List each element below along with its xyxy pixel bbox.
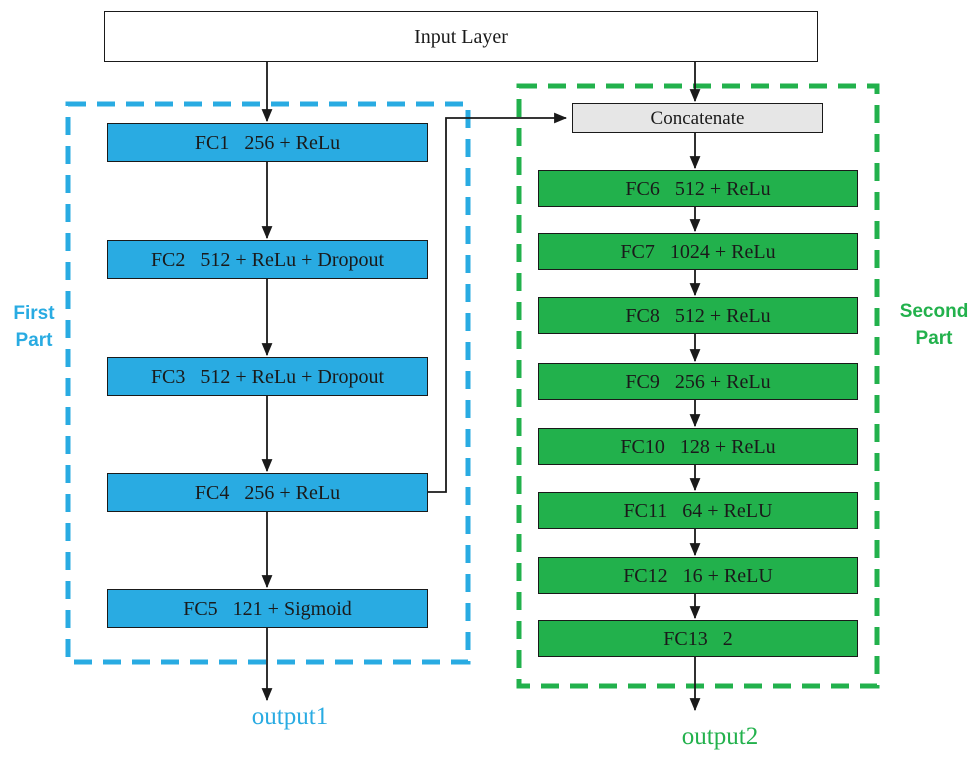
fc10-box: FC10 128 + ReLu	[538, 428, 858, 465]
fc2-label: FC2 512 + ReLu + Dropout	[150, 248, 385, 271]
second-part-label-line2: Part	[915, 328, 953, 349]
fc9-label: FC9 256 + ReLu	[625, 370, 771, 393]
fc7-box: FC7 1024 + ReLu	[538, 233, 858, 270]
first-part-label: First Part	[5, 300, 63, 354]
fc11-box: FC11 64 + ReLU	[538, 492, 858, 529]
fc8-label: FC8 512 + ReLu	[625, 304, 771, 327]
second-part-label: Second Part	[897, 298, 971, 352]
concatenate-box: Concatenate	[572, 103, 823, 133]
first-part-label-line1: First	[13, 303, 55, 324]
fc12-box: FC12 16 + ReLU	[538, 557, 858, 594]
second-part-label-line1: Second	[899, 301, 969, 322]
concatenate-label: Concatenate	[650, 107, 745, 129]
fc2-box: FC2 512 + ReLu + Dropout	[107, 240, 428, 279]
fc3-label: FC3 512 + ReLu + Dropout	[150, 365, 385, 388]
output1-label: output1	[251, 703, 329, 730]
fc1-box: FC1 256 + ReLu	[107, 123, 428, 162]
first-part-dashed-border	[65, 101, 471, 665]
input-layer-label: Input Layer	[414, 25, 508, 48]
fc6-label: FC6 512 + ReLu	[625, 177, 771, 200]
fc3-box: FC3 512 + ReLu + Dropout	[107, 357, 428, 396]
fc1-label: FC1 256 + ReLu	[194, 131, 341, 154]
fc9-box: FC9 256 + ReLu	[538, 363, 858, 400]
connector-fc4-to-concatenate	[428, 112, 568, 493]
fc4-label: FC4 256 + ReLu	[194, 481, 341, 504]
second-part-dashed-border	[516, 83, 880, 689]
fc10-label: FC10 128 + ReLu	[620, 435, 776, 458]
fc5-box: FC5 121 + Sigmoid	[107, 589, 428, 628]
first-part-label-line2: Part	[15, 330, 53, 351]
fc8-box: FC8 512 + ReLu	[538, 297, 858, 334]
fc12-label: FC12 16 + ReLU	[623, 564, 773, 587]
fc6-box: FC6 512 + ReLu	[538, 170, 858, 207]
fc13-box: FC13 2	[538, 620, 858, 657]
fc13-label: FC13 2	[663, 627, 733, 650]
output2-label: output2	[681, 723, 759, 750]
fc4-box: FC4 256 + ReLu	[107, 473, 428, 512]
input-layer-box: Input Layer	[104, 11, 818, 62]
fc11-label: FC11 64 + ReLU	[623, 499, 773, 522]
fc7-label: FC7 1024 + ReLu	[620, 240, 776, 263]
fc5-label: FC5 121 + Sigmoid	[183, 597, 352, 620]
